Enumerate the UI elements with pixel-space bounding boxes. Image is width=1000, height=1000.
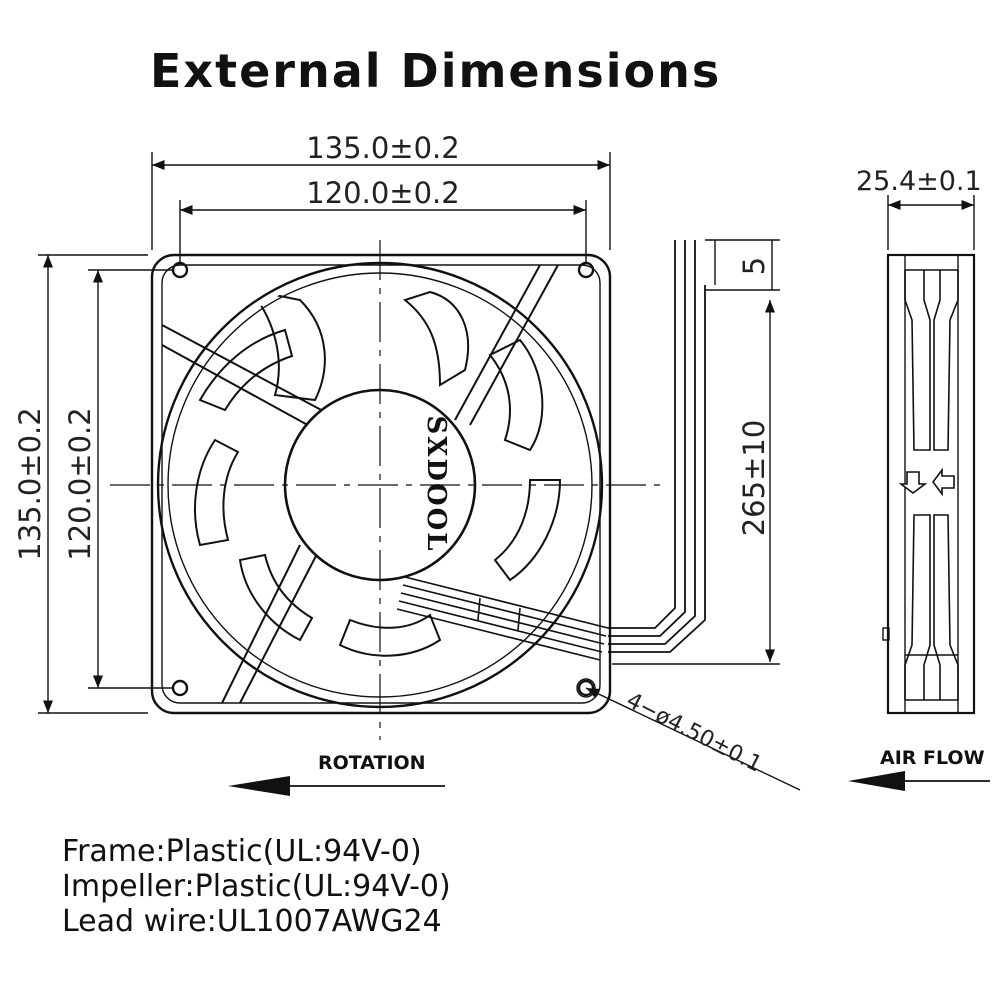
page-title: External Dimensions — [150, 44, 722, 98]
fan-frame-outline — [150, 253, 612, 715]
frame-strut — [221, 544, 301, 704]
fan-blades — [194, 288, 562, 657]
dim-height-outer: 135.0±0.2 — [13, 407, 47, 560]
fan-side-view — [882, 253, 976, 715]
airflow-label: AIR FLOW — [880, 747, 985, 769]
rotation-label: ROTATION — [318, 752, 426, 774]
dim-width-outer: 135.0±0.2 — [306, 131, 459, 165]
dim-height-hole: 120.0±0.2 — [63, 407, 97, 560]
frame-strut — [161, 324, 341, 421]
dim-lead-length: 265±10 — [737, 420, 771, 537]
mount-hole-icon — [171, 261, 189, 279]
airflow-arrow-icon — [848, 771, 990, 791]
dim-hole-spec: 4−ø4.50±0.1 — [622, 688, 765, 778]
airflow-direction-icon — [898, 467, 955, 497]
side-frame-outline — [886, 253, 976, 715]
center-lines — [110, 240, 660, 740]
wire-channel — [396, 576, 609, 661]
dim-thickness: 25.4±0.1 — [856, 166, 982, 197]
dim-width-hole: 120.0±0.2 — [306, 176, 459, 210]
frame-strut — [454, 264, 541, 421]
mount-hole-icon — [577, 261, 595, 279]
spec-frame: Frame:Plastic(UL:94V-0) — [62, 834, 422, 869]
dim-strip-length: 5 — [737, 257, 771, 275]
dimension-lines — [38, 152, 801, 791]
side-dimension-lines — [887, 195, 975, 250]
rotation-arrow-icon — [228, 776, 445, 796]
mount-hole-icon — [171, 679, 189, 697]
fan-front-view — [150, 240, 706, 715]
spec-impeller: Impeller:Plastic(UL:94V-0) — [62, 869, 451, 904]
spec-lead-wire: Lead wire:UL1007AWG24 — [62, 904, 442, 939]
fan-frame-inner — [161, 264, 601, 704]
hub-logo: SXDOOL — [421, 415, 451, 552]
lead-wires — [608, 240, 706, 653]
